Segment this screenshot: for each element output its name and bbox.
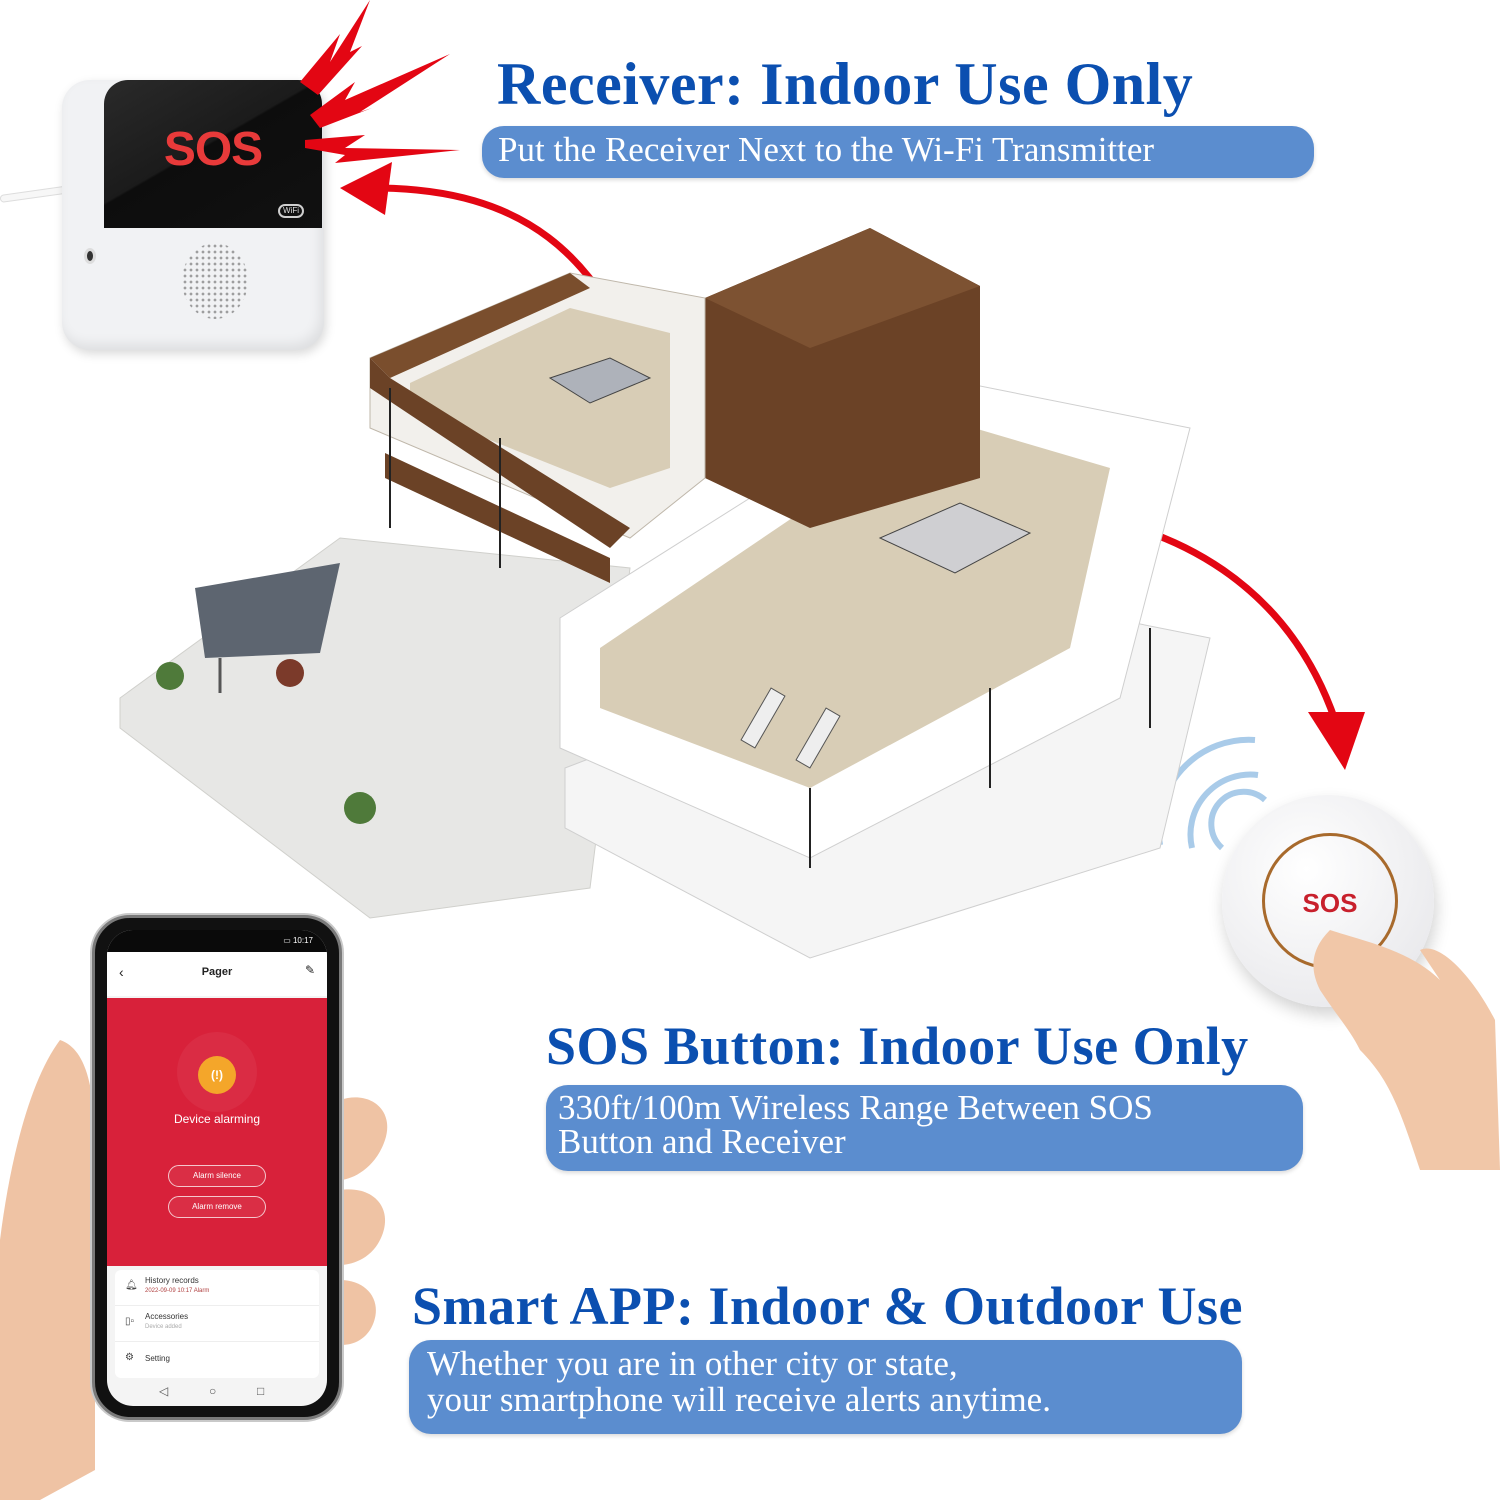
- battery-icon: ▭: [283, 936, 293, 945]
- nav-recent-icon[interactable]: □: [257, 1384, 265, 1398]
- smart-app-subtext-pill: Whether you are in other city or state, …: [409, 1340, 1242, 1434]
- phone-screen: ▭ 10:17 ‹ Pager ✎ (!) Device alarming Al…: [107, 930, 327, 1406]
- receiver-subtext-pill: Put the Receiver Next to the Wi-Fi Trans…: [482, 126, 1314, 178]
- list-item-accessories[interactable]: ▯▫ Accessories Device added: [115, 1306, 319, 1342]
- nav-home-icon[interactable]: ○: [209, 1384, 217, 1398]
- sos-button-headline: SOS Button: Indoor Use Only: [546, 1016, 1249, 1076]
- arrowhead-icon: [340, 162, 392, 215]
- sos-label: SOS: [1302, 888, 1358, 918]
- app-header: ‹ Pager ✎: [107, 952, 327, 996]
- bell-icon: 🔔︎: [125, 1280, 138, 1291]
- alarm-remove-button[interactable]: Alarm remove: [168, 1196, 266, 1218]
- receiver-headline: Receiver: Indoor Use Only: [497, 51, 1194, 117]
- settings-list: 🔔︎ History records 2022-09-09 10:17 Alar…: [115, 1270, 319, 1378]
- arrowhead-icon: [1308, 712, 1365, 770]
- audio-jack: [84, 248, 96, 264]
- house-illustration: [119, 228, 1211, 959]
- device-icon: ▯▫: [125, 1316, 135, 1327]
- smart-app-headline: Smart APP: Indoor & Outdoor Use: [412, 1276, 1244, 1336]
- gear-icon: ⚙: [125, 1352, 134, 1363]
- list-item-title: Setting: [145, 1354, 170, 1363]
- receiver-subtext: Put the Receiver Next to the Wi-Fi Trans…: [498, 130, 1155, 169]
- wifi-icon: WiFi: [278, 204, 304, 218]
- pressing-hand-illustration: [1313, 930, 1500, 1170]
- lightning-icon: [300, 0, 460, 163]
- sos-button-subtext-pill: 330ft/100m Wireless Range Between SOS Bu…: [546, 1085, 1303, 1171]
- list-item-setting[interactable]: ⚙ Setting: [115, 1342, 319, 1378]
- status-time: 10:17: [292, 936, 313, 945]
- alarm-panel: (!) Device alarming Alarm silence Alarm …: [107, 998, 327, 1266]
- alarm-silence-button[interactable]: Alarm silence: [168, 1165, 266, 1187]
- app-title: Pager: [201, 966, 233, 978]
- list-item-subtitle: Device added: [145, 1324, 182, 1330]
- receiver-sos-display: SOS: [163, 123, 263, 176]
- sos-subtext-line-2: Button and Receiver: [558, 1122, 846, 1161]
- list-item-title: Accessories: [145, 1312, 189, 1321]
- alarm-status-text: Device alarming: [173, 1112, 261, 1126]
- sos-subtext-line-1: 330ft/100m Wireless Range Between SOS: [558, 1088, 1153, 1127]
- app-subtext-line-1: Whether you are in other city or state,: [427, 1344, 958, 1383]
- smartphone: ▭ 10:17 ‹ Pager ✎ (!) Device alarming Al…: [92, 915, 342, 1420]
- list-item-title: History records: [145, 1276, 199, 1285]
- alarm-icon: (!): [198, 1056, 236, 1094]
- sos-ring: SOS: [1262, 833, 1398, 969]
- back-icon[interactable]: ‹: [119, 964, 124, 980]
- status-bar: ▭ 10:17: [107, 930, 327, 952]
- receiver-screen: SOS WiFi: [104, 80, 322, 228]
- holding-hand-illustration: [0, 1040, 388, 1500]
- receiver-device: SOS WiFi: [62, 80, 324, 350]
- app-subtext-line-2: your smartphone will receive alerts anyt…: [427, 1380, 1051, 1419]
- speaker-grille: [182, 243, 248, 319]
- list-item-subtitle: 2022-09-09 10:17 Alarm: [145, 1288, 210, 1294]
- nav-back-icon[interactable]: ◁: [159, 1384, 169, 1398]
- edit-icon[interactable]: ✎: [304, 963, 315, 977]
- android-nav-bar: ◁ ○ □: [107, 1378, 327, 1406]
- list-item-history[interactable]: 🔔︎ History records 2022-09-09 10:17 Alar…: [115, 1270, 319, 1306]
